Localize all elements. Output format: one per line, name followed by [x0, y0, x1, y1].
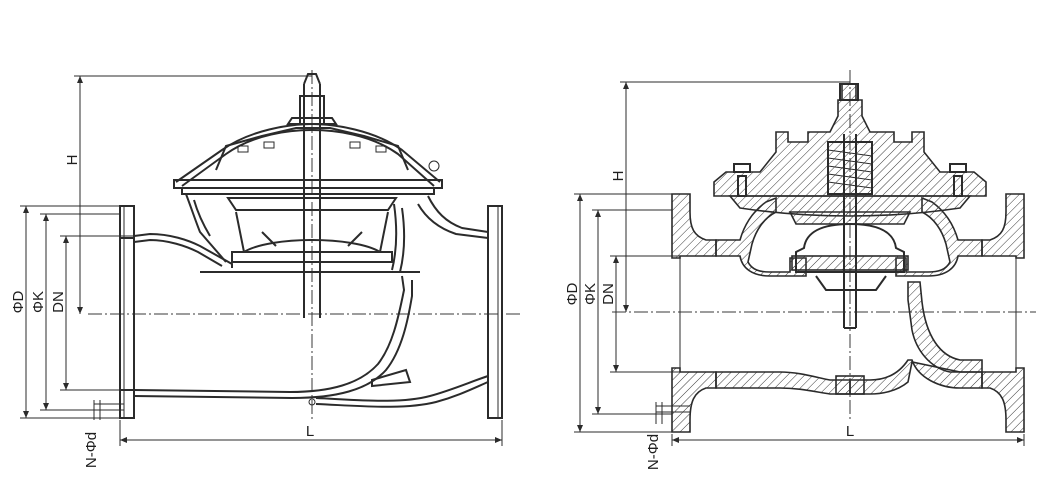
- right-valve-view: H ΦD ΦK DN L: [564, 70, 1036, 470]
- right-label-l: L: [846, 423, 854, 440]
- left-inlet-flange: [119, 205, 135, 419]
- left-outlet-flange: [487, 205, 503, 419]
- left-dim-bolt-holes: N-Φd: [83, 400, 124, 468]
- left-label-nd: N-Φd: [83, 432, 100, 468]
- left-label-h: H: [64, 155, 81, 166]
- left-valve-body: [133, 193, 489, 408]
- left-label-dn: DN: [50, 291, 67, 313]
- left-dim-l: L: [119, 420, 503, 446]
- left-label-l: L: [306, 423, 314, 440]
- left-bonnet: [173, 122, 443, 263]
- right-label-nd: N-Φd: [645, 434, 662, 470]
- right-spring: [827, 141, 873, 195]
- right-stem: [843, 134, 857, 329]
- right-bonnet: [713, 83, 987, 291]
- left-dim-diameters: ΦD ΦK DN: [10, 205, 134, 419]
- left-label-d: ΦD: [10, 290, 27, 313]
- right-label-dn: DN: [600, 283, 617, 305]
- right-label-d: ΦD: [564, 282, 581, 305]
- right-dim-l: L: [671, 423, 1025, 446]
- left-dim-h: H: [64, 75, 312, 314]
- left-stem: [286, 73, 338, 406]
- right-dim-h: H: [610, 81, 850, 312]
- right-dim-diameters: ΦD ΦK DN: [564, 193, 716, 433]
- right-valve-body: [715, 196, 983, 395]
- right-label-h: H: [610, 171, 627, 182]
- right-outlet-flange: [981, 193, 1025, 433]
- right-label-k: ΦK: [582, 283, 599, 305]
- left-valve-view: H ΦD ΦK DN L: [10, 70, 520, 468]
- left-label-k: ΦK: [30, 291, 47, 313]
- right-dim-bolt-holes: N-Φd: [645, 402, 690, 470]
- right-inlet-flange: [671, 193, 717, 433]
